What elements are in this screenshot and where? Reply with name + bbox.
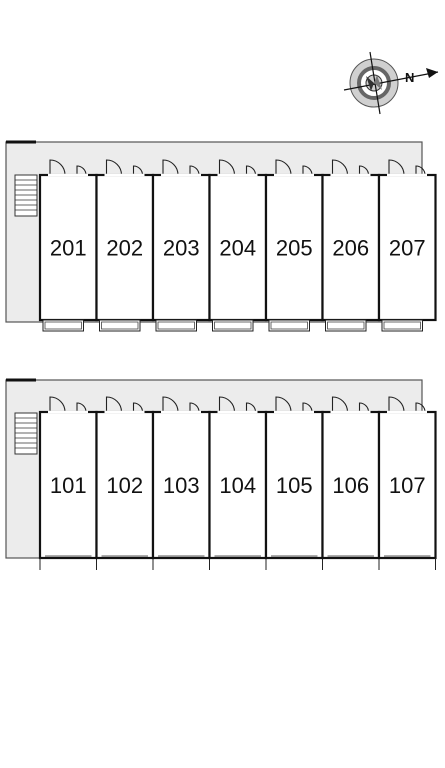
unit-room (151, 173, 211, 322)
unit-number-label: 102 (106, 473, 143, 498)
unit-105: 105 (264, 396, 324, 570)
balcony (42, 319, 84, 332)
unit-room (95, 410, 155, 560)
unit-201: 201 (38, 159, 98, 332)
unit-number-label: 206 (332, 236, 369, 261)
unit-number-label: 202 (106, 236, 143, 261)
unit-number-label: 204 (219, 236, 256, 261)
unit-room (151, 410, 211, 560)
door-icon (48, 396, 88, 414)
balcony (381, 319, 423, 332)
unit-104: 104 (208, 396, 268, 570)
door-icon (217, 396, 258, 414)
lower-floor: 101 102 103 104 105 106 107 (5, 378, 437, 570)
unit-number-label: 103 (163, 473, 200, 498)
door-icon (330, 159, 371, 177)
unit-number-label: 106 (332, 473, 369, 498)
unit-202: 202 (95, 159, 155, 332)
unit-203: 203 (151, 159, 211, 332)
door-icon (48, 159, 88, 177)
balcony (325, 319, 367, 332)
door-icon (274, 396, 314, 414)
door-icon (387, 159, 427, 177)
unit-106: 106 (321, 396, 381, 570)
unit-103: 103 (151, 396, 211, 570)
door-icon (217, 159, 258, 177)
door-icon (274, 159, 314, 177)
balcony (268, 319, 310, 332)
balcony (212, 319, 254, 332)
door-icon (161, 396, 201, 414)
unit-room (377, 173, 437, 322)
balcony (99, 319, 141, 332)
unit-room (38, 173, 98, 322)
unit-101: 101 (38, 396, 98, 570)
balcony (155, 319, 197, 332)
door-icon (330, 396, 371, 414)
unit-number-label: 101 (50, 473, 87, 498)
unit-number-label: 207 (389, 236, 426, 261)
unit-number-label: 105 (276, 473, 313, 498)
unit-number-label: 203 (163, 236, 200, 261)
door-icon (161, 159, 201, 177)
unit-number-label: 107 (389, 473, 426, 498)
door-icon (104, 159, 145, 177)
compass-icon: N (343, 51, 439, 115)
unit-number-label: 104 (219, 473, 256, 498)
upper-floor: 201 202 203 204 205 206 207 (5, 140, 437, 332)
unit-room (377, 410, 437, 560)
unit-204: 204 (208, 159, 268, 332)
unit-room (264, 173, 324, 322)
unit-number-label: 201 (50, 236, 87, 261)
unit-102: 102 (95, 396, 155, 570)
unit-room (321, 410, 381, 560)
door-icon (387, 396, 427, 414)
unit-107: 107 (377, 396, 437, 570)
unit-206: 206 (321, 159, 381, 332)
staircase-icon (14, 174, 38, 217)
unit-number-label: 205 (276, 236, 313, 261)
compass-north-label: N (405, 70, 414, 85)
unit-205: 205 (264, 159, 324, 332)
staircase-icon (14, 412, 38, 455)
door-icon (104, 396, 145, 414)
unit-207: 207 (377, 159, 437, 332)
